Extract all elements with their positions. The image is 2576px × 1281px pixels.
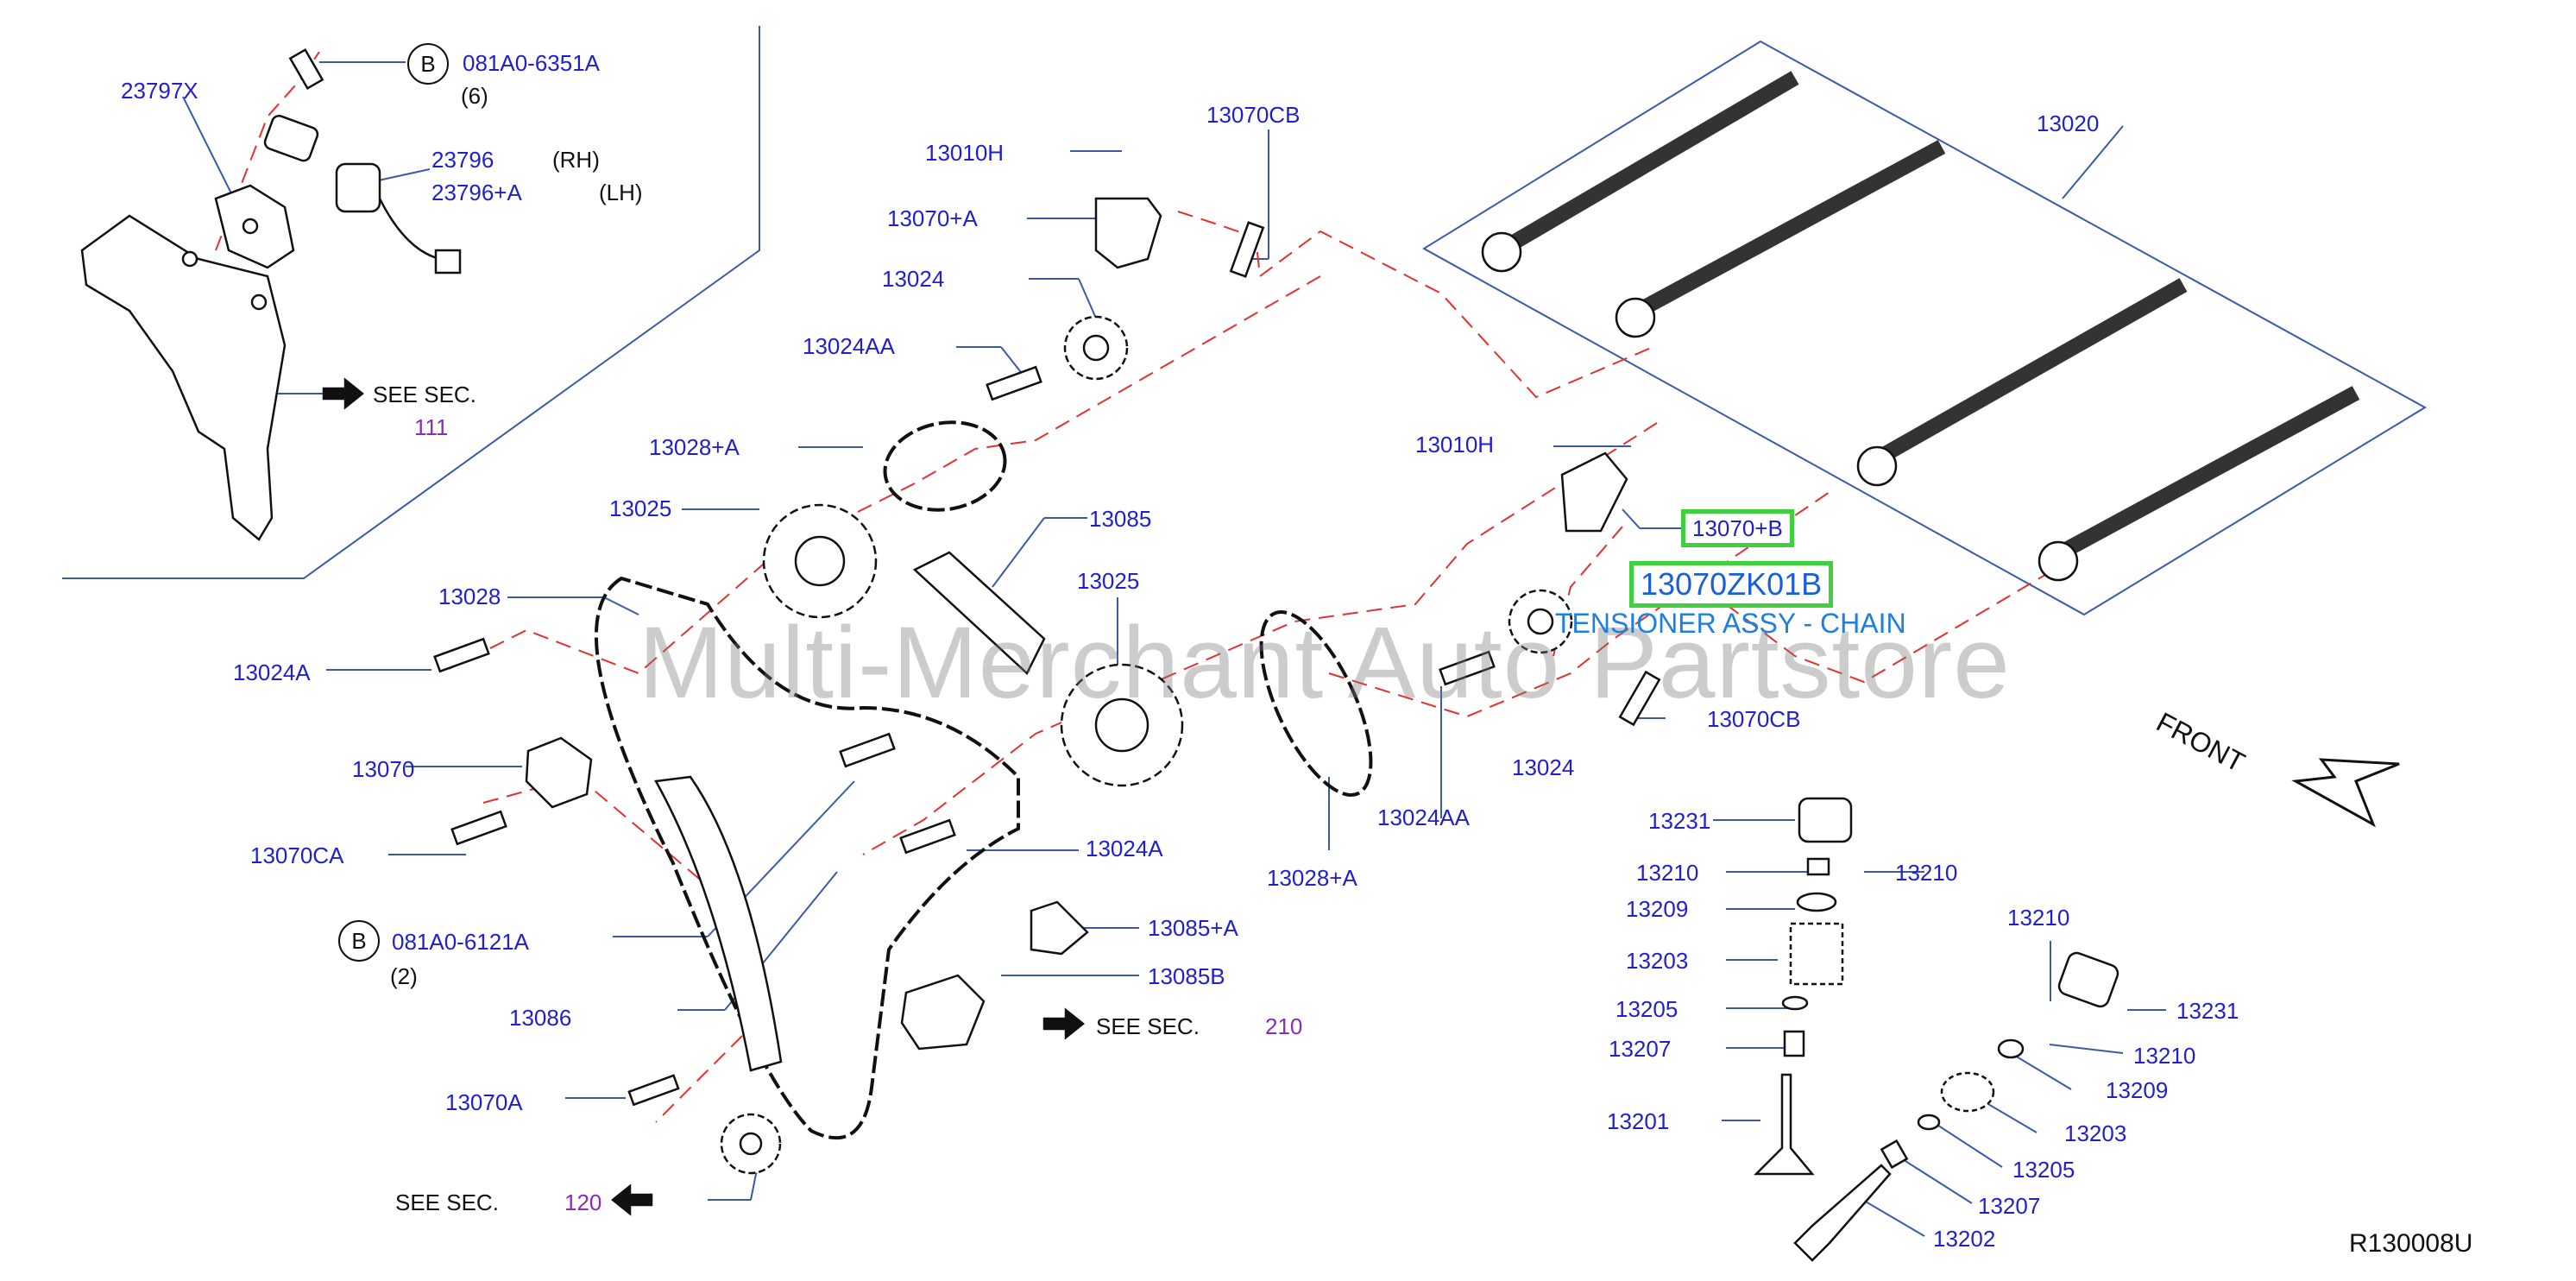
callout-13070cb-top[interactable]: 13070CB: [1206, 102, 1301, 128]
callout-13070[interactable]: 13070: [352, 756, 415, 782]
bolt-ref-b-badge: B: [407, 43, 449, 85]
diagram-code: R130008U: [2349, 1229, 2473, 1258]
callout-13085[interactable]: 13085: [1089, 506, 1152, 532]
callout-13070a[interactable]: 13070A: [445, 1089, 523, 1115]
parts-sketch: [80, 47, 2400, 1262]
callout-13231-right[interactable]: 13231: [2176, 998, 2239, 1024]
callout-13070ca[interactable]: 13070CA: [250, 842, 344, 868]
bolts: [433, 221, 1661, 1107]
camshafts: [1481, 71, 2360, 582]
highlight-description: TENSIONER ASSY - CHAIN: [1555, 608, 1906, 639]
inset-frame: [62, 26, 2427, 616]
callout-13024aa-top[interactable]: 13024AA: [803, 333, 895, 359]
callout-13210-left[interactable]: 13210: [1636, 860, 1699, 886]
callout-13024a-left[interactable]: 13024A: [233, 659, 311, 685]
callout-13210-top[interactable]: 13210: [2007, 905, 2070, 931]
callout-13028a-top[interactable]: 13028+A: [649, 434, 740, 460]
callout-13028[interactable]: 13028: [438, 584, 501, 609]
highlight-part-13070zk01b[interactable]: 13070ZK01B: [1629, 561, 1834, 608]
callout-13207-right[interactable]: 13207: [1978, 1193, 2041, 1219]
sprockets: [720, 315, 1573, 1175]
callout-13202[interactable]: 13202: [1933, 1226, 1996, 1252]
callout-13024a-mid[interactable]: 13024A: [1086, 836, 1163, 861]
callout-13025-left[interactable]: 13025: [609, 495, 672, 521]
callout-13085b[interactable]: 13085B: [1148, 963, 1225, 989]
rh-label: (RH): [552, 147, 600, 173]
sec-210-link[interactable]: 210: [1265, 1013, 1303, 1039]
callout-13201[interactable]: 13201: [1607, 1108, 1670, 1134]
callout-13024-top[interactable]: 13024: [882, 266, 945, 292]
callout-081a0-6351a[interactable]: 081A0-6351A: [463, 50, 601, 76]
lh-label: (LH): [599, 180, 643, 205]
arrows: [322, 377, 1086, 1216]
callout-13210-right[interactable]: 13210: [1895, 860, 1958, 886]
callout-13203-left[interactable]: 13203: [1626, 948, 1689, 974]
callout-13207-left[interactable]: 13207: [1609, 1036, 1672, 1062]
bolt-ref-b-badge-2: B: [338, 920, 380, 962]
callout-13010h-top[interactable]: 13010H: [925, 140, 1005, 166]
callout-13209-left[interactable]: 13209: [1626, 896, 1689, 922]
callout-13028a-bottom[interactable]: 13028+A: [1267, 865, 1357, 891]
callout-13205-right[interactable]: 13205: [2012, 1157, 2075, 1183]
sec-120-link[interactable]: 120: [564, 1190, 602, 1215]
callout-13231-left[interactable]: 13231: [1648, 808, 1711, 834]
callout-23796a[interactable]: 23796+A: [431, 180, 522, 205]
callout-13086[interactable]: 13086: [509, 1005, 572, 1031]
callout-13024aa-bottom[interactable]: 13024AA: [1377, 805, 1470, 830]
callout-13085a[interactable]: 13085+A: [1148, 915, 1238, 941]
see-sec-111: SEE SEC.: [373, 382, 476, 407]
callout-13020[interactable]: 13020: [2037, 110, 2100, 136]
see-sec-210: SEE SEC.: [1096, 1013, 1200, 1039]
callout-13025-mid[interactable]: 13025: [1077, 568, 1140, 594]
highlight-ref-13070b[interactable]: 13070+B: [1681, 509, 1794, 547]
callout-13203-right[interactable]: 13203: [2064, 1120, 2127, 1146]
callout-23796[interactable]: 23796: [431, 147, 494, 173]
sec-111-link[interactable]: 111: [414, 414, 449, 440]
callout-13205-left[interactable]: 13205: [1616, 996, 1678, 1022]
valve-parts: [1753, 797, 2119, 1262]
callout-13070a-plus[interactable]: 13070+A: [887, 205, 978, 231]
callout-13209-right[interactable]: 13209: [2106, 1077, 2169, 1103]
see-sec-120: SEE SEC.: [395, 1190, 499, 1215]
timing-chains: [594, 420, 1373, 1140]
qty-2: (2): [390, 963, 418, 989]
callout-081a0-6121a[interactable]: 081A0-6121A: [392, 929, 530, 955]
callout-23797x[interactable]: 23797X: [121, 78, 198, 104]
callout-13070cb-right[interactable]: 13070CB: [1707, 706, 1801, 732]
callout-13024-bottom[interactable]: 13024: [1512, 754, 1575, 780]
front-arrow-icon: [2291, 758, 2400, 828]
watermark: Multi-Merchant Auto Partstore: [639, 606, 2011, 720]
qty-6: (6): [461, 83, 488, 109]
callout-13010h-right[interactable]: 13010H: [1415, 432, 1495, 458]
callout-13210-bottom[interactable]: 13210: [2133, 1043, 2196, 1069]
